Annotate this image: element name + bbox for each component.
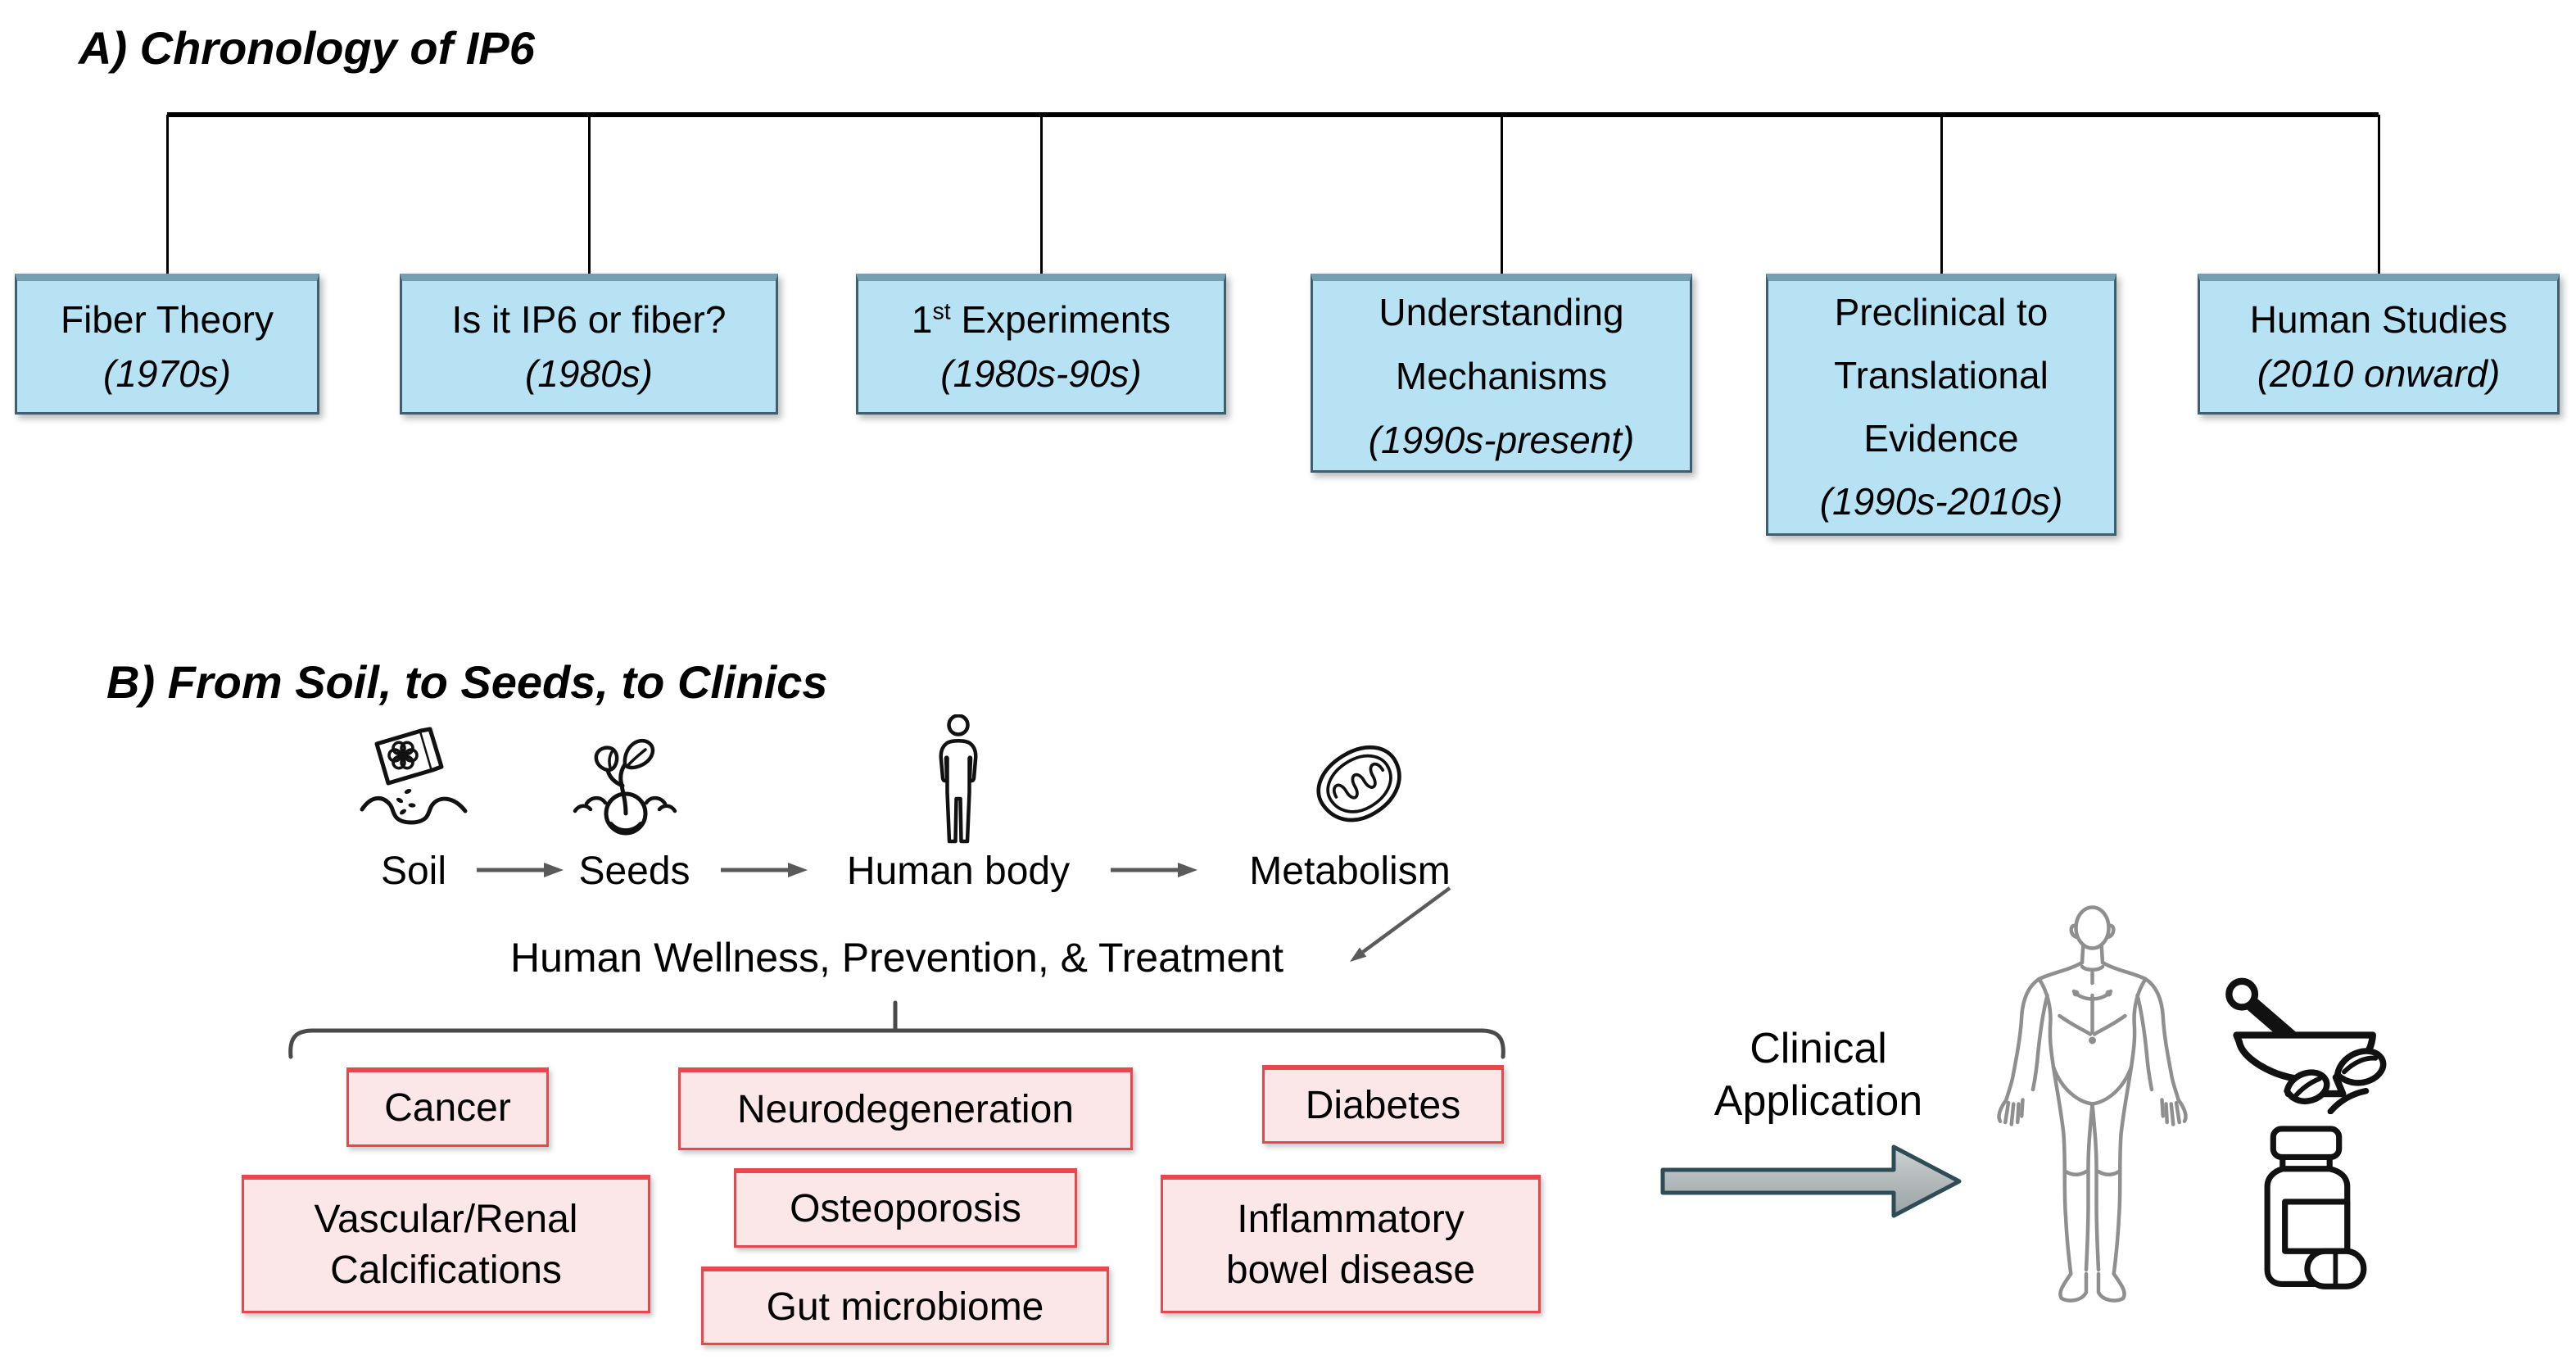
condition-label: Calcifications xyxy=(330,1248,562,1292)
condition-label: Cancer xyxy=(384,1086,511,1130)
panel-b-title: B) From Soil, to Seeds, to Clinics xyxy=(106,656,828,708)
timeline-connector-trunk xyxy=(167,112,2379,117)
timeline-box-label: 1st Experiments xyxy=(911,298,1171,341)
timeline-box-label: Human Studies xyxy=(2249,298,2508,341)
timeline-box-date: (2010 onward) xyxy=(2257,352,2501,395)
timeline-connector-drop-5 xyxy=(1940,115,1943,275)
flow-label-soil: Soil xyxy=(380,850,447,893)
metabolism-to-wellness-arrow xyxy=(1350,886,1451,962)
condition-label: bowel disease xyxy=(1225,1248,1476,1292)
clinical-application-arrow xyxy=(1660,1144,1962,1218)
timeline-box-human-studies: Human Studies (2010 onward) xyxy=(2198,274,2560,415)
flow-arrow-icon xyxy=(721,863,808,877)
timeline-box-label: Evidence xyxy=(1863,417,2019,460)
timeline-box-fiber-theory: Fiber Theory (1970s) xyxy=(15,274,319,415)
condition-box-inflammatory-bowel-disease: Inflammatory bowel disease xyxy=(1161,1175,1541,1313)
timeline-box-date: (1970s) xyxy=(103,352,231,395)
timeline-box-date: (1980s-90s) xyxy=(940,352,1142,395)
timeline-box-label: Preclinical to xyxy=(1834,291,2049,333)
timeline-connector-drop-3 xyxy=(1040,115,1043,275)
condition-box-cancer: Cancer xyxy=(346,1067,549,1147)
timeline-connector-drop-1 xyxy=(166,115,169,275)
timeline-box-first-experiments: 1st Experiments (1980s-90s) xyxy=(856,274,1226,415)
timeline-connector-drop-6 xyxy=(2378,115,2380,275)
clinical-application-label: Clinical Application xyxy=(1714,1025,1923,1125)
condition-label: Osteoporosis xyxy=(790,1187,1021,1230)
condition-box-diabetes: Diabetes xyxy=(1262,1065,1504,1144)
seeds-icon xyxy=(573,739,677,836)
flow-label-human-body: Human body xyxy=(846,850,1071,893)
timeline-box-label: Fiber Theory xyxy=(61,298,274,341)
mortar-pestle-icon xyxy=(2225,977,2387,1114)
timeline-box-label: Understanding xyxy=(1379,290,1624,333)
timeline-connector-drop-4 xyxy=(1501,115,1503,275)
panel-a-title: A) Chronology of IP6 xyxy=(79,22,535,74)
condition-label: Gut microbiome xyxy=(766,1285,1044,1329)
pill-bottle-icon xyxy=(2264,1126,2367,1289)
applications-brace xyxy=(288,1000,1505,1059)
condition-label: Inflammatory xyxy=(1237,1198,1465,1241)
timeline-box-preclinical-translational: Preclinical to Translational Evidence (1… xyxy=(1766,274,2116,536)
timeline-connector-drop-2 xyxy=(588,115,591,275)
condition-box-vascular-renal-calcifications: Vascular/Renal Calcifications xyxy=(242,1175,650,1313)
condition-label: Diabetes xyxy=(1305,1083,1461,1127)
condition-label: Vascular/Renal xyxy=(314,1198,578,1241)
condition-box-osteoporosis: Osteoporosis xyxy=(734,1168,1077,1248)
mitochondrion-icon xyxy=(1316,745,1401,822)
timeline-box-ip6-or-fiber: Is it IP6 or fiber? (1980s) xyxy=(400,274,778,415)
timeline-box-date: (1980s) xyxy=(525,352,653,395)
flow-label-seeds: Seeds xyxy=(578,850,690,893)
timeline-box-label: Translational xyxy=(1834,354,2049,397)
human-body-icon xyxy=(939,714,978,844)
timeline-box-date: (1990s-present) xyxy=(1368,418,1635,461)
timeline-box-date: (1990s-2010s) xyxy=(1819,480,2063,523)
soil-icon xyxy=(360,727,468,825)
timeline-box-label: Is it IP6 or fiber? xyxy=(451,298,727,341)
flow-arrow-icon xyxy=(477,863,564,877)
wellness-text: Human Wellness, Prevention, & Treatment xyxy=(510,935,1283,981)
condition-box-neurodegeneration: Neurodegeneration xyxy=(678,1067,1133,1150)
anatomy-figure xyxy=(1997,905,2188,1303)
flow-label-metabolism: Metabolism xyxy=(1249,850,1451,893)
timeline-box-understanding-mechanisms: Understanding Mechanisms (1990s-present) xyxy=(1311,274,1692,473)
condition-label: Neurodegeneration xyxy=(737,1088,1074,1131)
flow-arrow-icon xyxy=(1111,863,1197,877)
condition-box-gut-microbiome: Gut microbiome xyxy=(701,1267,1109,1345)
timeline-box-label: Mechanisms xyxy=(1395,354,1608,397)
